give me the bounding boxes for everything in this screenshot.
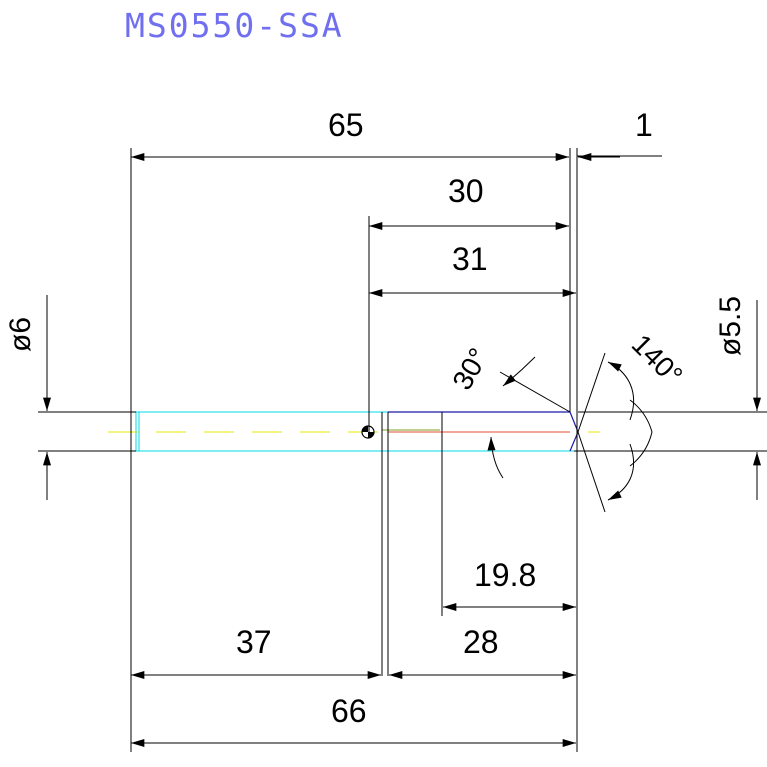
dim-65: 65 [328, 107, 364, 143]
dim-dia-6: ø6 [4, 317, 37, 352]
angle-dimensions [487, 352, 653, 513]
dim-31: 31 [452, 241, 488, 277]
dim-66: 66 [331, 693, 367, 729]
dimension-labels: 65 1 30 31 ø6 ø5.5 30° 140° 19.8 37 28 6… [4, 107, 747, 729]
dim-dia-5-5: ø5.5 [714, 296, 747, 356]
dim-19-8: 19.8 [474, 557, 536, 593]
extension-lines [38, 148, 767, 752]
tool-body [108, 411, 600, 676]
dim-37: 37 [236, 624, 272, 660]
dimension-lines [43, 153, 761, 747]
dim-28: 28 [463, 624, 499, 660]
drawing-title: MS0550-SSA [125, 6, 344, 45]
dim-angle-30: 30° [446, 343, 494, 395]
dim-30: 30 [448, 173, 484, 209]
dim-1: 1 [635, 107, 653, 143]
dim-angle-140: 140° [626, 328, 689, 391]
